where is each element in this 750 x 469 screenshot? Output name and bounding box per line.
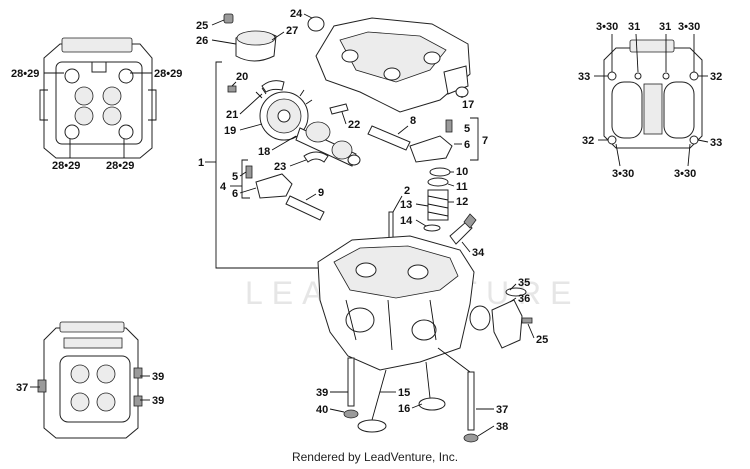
callout-20: 20 [236,71,248,83]
callout-39-main: 39 [316,387,328,399]
breather-cap [223,13,277,62]
callout-36: 36 [518,293,530,305]
callout-10: 10 [456,166,468,178]
callout-22: 22 [348,119,360,131]
callout-24: 24 [290,8,303,20]
callout-23: 23 [274,161,286,173]
callout-32-left: 32 [582,135,594,147]
valve-intake [357,369,387,433]
chain-guide-21 [261,80,285,93]
callout-12: 12 [456,196,468,208]
callout-14: 14 [400,215,413,227]
inset-head-underside [603,39,703,149]
callout-6-left: 6 [232,188,238,200]
callout-31-right: 31 [659,21,671,33]
callout-37-inset: 37 [16,382,28,394]
rocker-shaft-8 [367,125,411,151]
callout-34: 34 [472,247,485,259]
callout-21: 21 [226,109,238,121]
stud-bolt-37 [463,371,479,443]
callout-3-30-top-left: 3•30 [596,21,618,33]
group-bracket-7 [470,117,479,161]
callout-19: 19 [224,125,236,137]
callout-32-right: 32 [710,71,722,83]
callout-1: 1 [198,157,204,169]
callout-25-top: 25 [196,20,208,32]
group-bracket-4 [241,159,250,199]
callout-5-left: 5 [232,171,238,183]
callout-18: 18 [258,146,270,158]
callout-27: 27 [286,25,298,37]
callout-28-29-tl: 28•29 [11,68,39,80]
callout-4: 4 [220,181,227,193]
pin-22 [329,103,349,115]
callout-26: 26 [196,35,208,47]
callout-33-right: 33 [710,137,722,149]
callout-2: 2 [404,185,410,197]
callout-7: 7 [482,135,488,147]
callout-11: 11 [456,181,468,193]
callout-6-right: 6 [464,139,470,151]
washer-23 [303,151,329,163]
valve-exhaust [418,361,446,411]
callout-3-30-bottom-left: 3•30 [612,168,634,180]
rocker-arm-exhaust [409,119,453,163]
callout-5-right: 5 [464,123,470,135]
callout-25-right: 25 [536,334,548,346]
bolt-20 [227,85,237,93]
callout-16: 16 [398,403,410,415]
valve-spring-stack [423,167,451,232]
plug-17 [455,86,469,98]
group-bracket-1 [215,61,318,269]
callout-8: 8 [410,115,416,127]
callout-9: 9 [318,187,324,199]
rocker-arm-intake [245,165,293,199]
callout-3-30-bottom-right: 3•30 [674,168,696,180]
thermostat-housing [469,287,533,349]
cover-seal [307,16,325,32]
inset-head-side-view [37,321,143,439]
callout-13: 13 [400,199,412,211]
rocker-shaft-9 [285,195,325,221]
callout-28-29-bl: 28•29 [52,160,80,172]
camshaft [295,121,361,167]
callout-3-30-top-right: 3•30 [678,21,700,33]
callout-17: 17 [462,99,474,111]
callout-39-inset-upper: 39 [152,371,164,383]
inset-head-top-view [39,37,157,159]
cylinder-head [317,235,475,371]
callout-37-main: 37 [496,404,508,416]
callout-31-left: 31 [628,21,640,33]
callout-40: 40 [316,404,328,416]
spark-plug-34 [449,213,477,245]
callout-38: 38 [496,421,508,433]
callout-33-left: 33 [578,71,590,83]
cam-sprocket [255,87,313,141]
stud-bolt-39 [343,357,359,419]
valve-cover [315,17,471,113]
callout-35: 35 [518,277,530,289]
callout-28-29-tr: 28•29 [154,68,182,80]
callout-39-inset-lower: 39 [152,395,164,407]
callout-15: 15 [398,387,410,399]
callout-28-29-br: 28•29 [106,160,134,172]
footer-credit: Rendered by LeadVenture, Inc. [291,450,459,464]
